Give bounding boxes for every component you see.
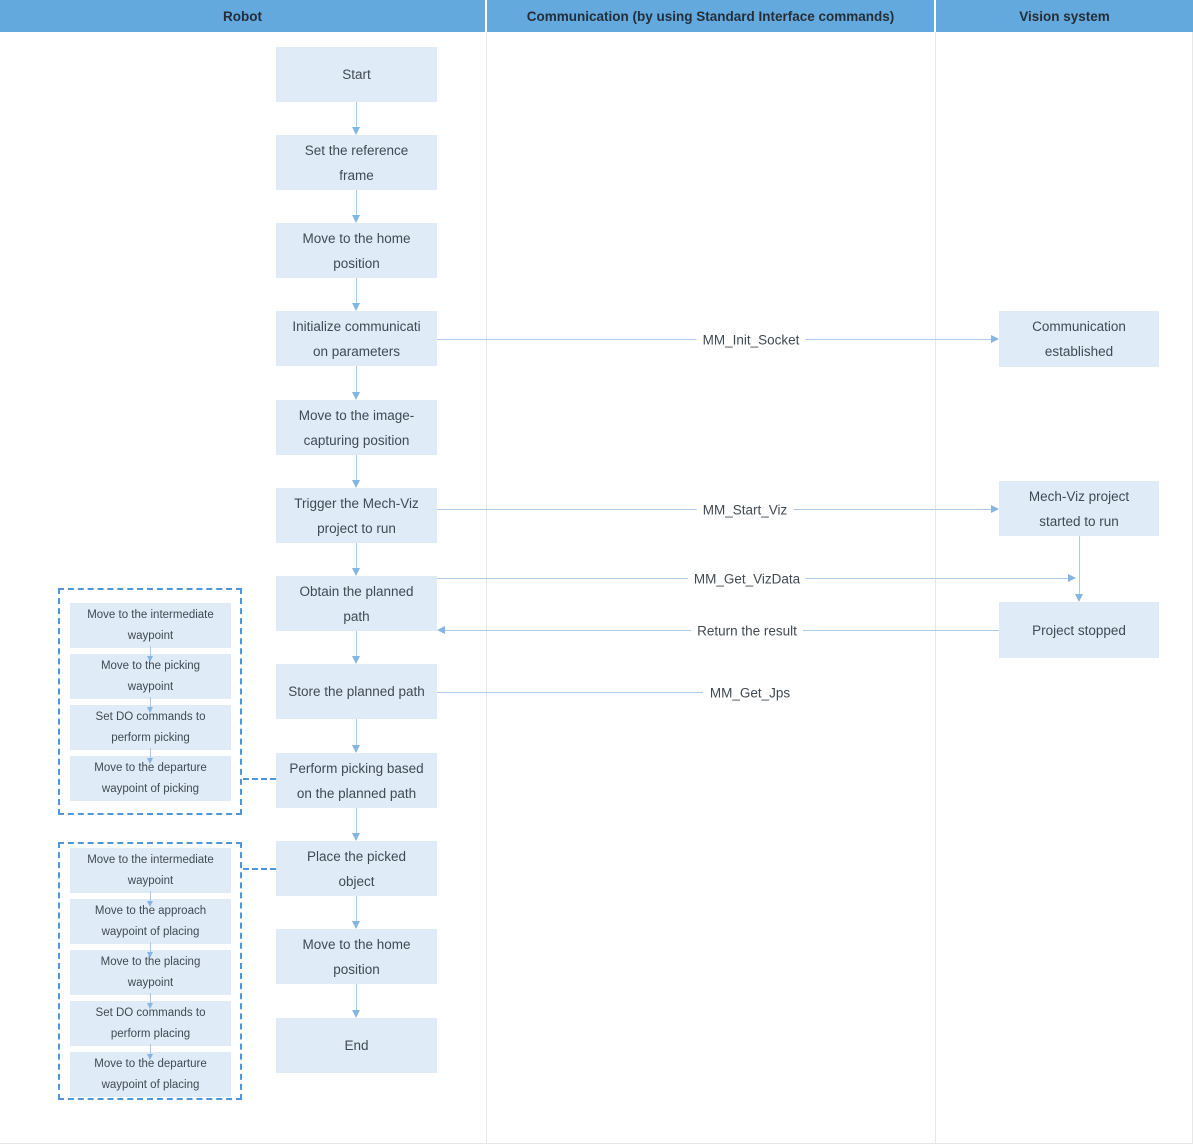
node-text-line: waypoint — [127, 680, 174, 693]
node-text-line: on the planned path — [296, 785, 417, 801]
placing-step-set-do-commands: Set DO commands to perform placing — [70, 1001, 231, 1046]
bottom-border — [0, 1143, 1193, 1144]
down-arrow — [352, 455, 360, 488]
down-arrow — [147, 993, 153, 1009]
column-divider — [486, 32, 487, 1143]
placing-subroutine-group — [58, 842, 242, 1100]
node-text-line: Move to the placing — [100, 955, 201, 968]
message-label-start-viz: MM_Start_Viz — [696, 502, 794, 518]
robot-step-place-object: Place the picked object — [276, 841, 437, 896]
node-text-line: Move to the image- — [298, 407, 415, 423]
node-text-line: Move to the departure — [94, 1057, 207, 1070]
node-text-line: Project stopped — [1032, 622, 1126, 638]
down-arrow — [352, 102, 360, 135]
node-text-line: position — [333, 255, 380, 271]
node-text-line: Place the picked — [306, 848, 407, 864]
node-text-line: capturing position — [303, 432, 410, 448]
column-header-vision: Vision system — [936, 0, 1193, 32]
robot-step-store-path: Store the planned path — [276, 664, 437, 719]
robot-step-perform-picking: Perform picking based on the planned path — [276, 753, 437, 808]
down-arrow — [352, 278, 360, 311]
node-text-line: on parameters — [312, 343, 401, 359]
down-arrow — [147, 748, 153, 764]
column-header-robot: Robot — [0, 0, 485, 32]
message-label-get-jps: MM_Get_Jps — [703, 685, 797, 701]
robot-step-start: Start — [276, 47, 437, 102]
node-text-line: waypoint of placing — [101, 1078, 200, 1091]
robot-step-init-communication: Initialize communicati on parameters — [276, 311, 437, 366]
node-text-line: Move to the departure — [94, 761, 207, 774]
node-text-line: started to run — [1039, 513, 1119, 529]
down-arrow — [352, 984, 360, 1018]
node-text-line: Move to the home — [302, 230, 411, 246]
vision-step-project-started: Mech-Viz project started to run — [999, 481, 1159, 536]
node-text-line: Mech-Viz project — [1028, 488, 1130, 504]
node-text-line: Set the reference — [304, 142, 409, 158]
node-text-line: Perform picking based — [289, 760, 424, 776]
node-text-line: Move to the home — [302, 936, 411, 952]
node-text-line: path — [343, 608, 370, 624]
down-arrow — [352, 719, 360, 753]
robot-step-end: End — [276, 1018, 437, 1073]
down-arrow — [147, 646, 153, 662]
node-text-line: Start — [342, 67, 371, 82]
node-text-line: Set DO commands to — [95, 1006, 206, 1019]
node-text-line: perform picking — [111, 731, 190, 744]
picking-step-intermediate-waypoint: Move to the intermediate waypoint — [70, 603, 231, 648]
down-arrow — [147, 697, 153, 713]
robot-step-obtain-path: Obtain the planned path — [276, 576, 437, 631]
column-header-communication: Communication (by using Standard Interfa… — [487, 0, 934, 32]
vision-step-project-stopped: Project stopped — [999, 602, 1159, 658]
node-text-line: position — [333, 961, 380, 977]
node-text-line: waypoint — [127, 874, 174, 887]
node-text-line: waypoint — [127, 629, 174, 642]
down-arrow — [352, 190, 360, 223]
robot-step-move-home-1: Move to the home position — [276, 223, 437, 278]
node-text-line: Move to the intermediate — [87, 853, 214, 866]
down-arrow — [147, 891, 153, 907]
node-text-line: Trigger the Mech-Viz — [294, 495, 419, 511]
message-label-get-vizdata: MM_Get_VizData — [687, 571, 807, 587]
down-arrow — [352, 808, 360, 841]
node-text-line: object — [338, 873, 375, 889]
vision-step-communication-established: Communication established — [999, 311, 1159, 367]
robot-step-move-home-2: Move to the home position — [276, 929, 437, 984]
node-text-line: End — [344, 1038, 369, 1053]
message-label-return-result: Return the result — [691, 623, 803, 639]
placing-step-intermediate-waypoint: Move to the intermediate waypoint — [70, 848, 231, 893]
down-arrow — [352, 366, 360, 400]
node-text-line: waypoint — [127, 976, 174, 989]
node-text-line: Move to the approach — [94, 904, 207, 917]
column-divider — [935, 32, 936, 1143]
down-arrow — [147, 942, 153, 958]
down-arrow — [352, 631, 360, 664]
node-text-line: Initialize communicati — [292, 318, 421, 334]
node-text-line: Store the planned path — [288, 684, 425, 699]
node-text-line: perform placing — [110, 1027, 191, 1040]
robot-step-trigger-mech-viz: Trigger the Mech-Viz project to run — [276, 488, 437, 543]
robot-step-set-reference-frame: Set the reference frame — [276, 135, 437, 190]
down-arrow — [352, 896, 360, 929]
picking-subroutine-group — [58, 588, 242, 815]
node-text-line: Move to the intermediate — [87, 608, 214, 621]
node-text-line: established — [1044, 344, 1114, 359]
node-text-line: waypoint of picking — [101, 782, 200, 795]
message-label-init-socket: MM_Init_Socket — [696, 332, 806, 348]
robot-step-move-image-capture: Move to the image-capturing position — [276, 400, 437, 455]
placing-group-connector — [243, 868, 276, 870]
node-text-line: Move to the picking — [100, 659, 201, 672]
down-arrow — [352, 543, 360, 576]
node-text-line: frame — [339, 167, 374, 183]
message-line-get-jps — [437, 692, 703, 693]
down-arrow — [147, 1044, 153, 1060]
placing-step-approach-waypoint: Move to the approach waypoint of placing — [70, 899, 231, 944]
node-text-line: Set DO commands to — [95, 710, 206, 723]
node-text-line: waypoint of placing — [101, 925, 200, 938]
node-text-line: Communication — [1032, 319, 1126, 334]
node-text-line: project to run — [317, 520, 396, 536]
picking-group-connector — [243, 778, 276, 780]
down-arrow — [1075, 536, 1083, 602]
node-text-line: Obtain the planned — [299, 583, 414, 599]
